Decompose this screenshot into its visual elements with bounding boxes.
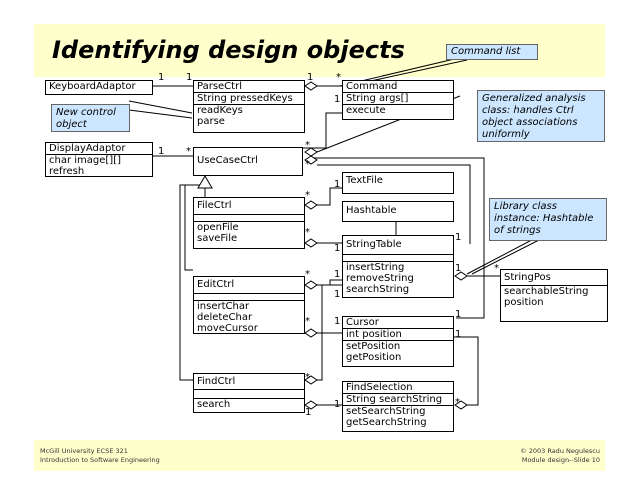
multiplicity: * [305, 269, 310, 280]
class-operation: getPosition [346, 352, 402, 363]
multiplicity: 1 [455, 263, 462, 274]
class-name: ParseCtrl [197, 81, 242, 92]
class-keyboard-adaptor: KeyboardAdaptor [45, 80, 153, 95]
class-operation: getSearchString [346, 417, 427, 428]
multiplicity: 1 [455, 232, 462, 243]
class-name: FindSelection [346, 382, 413, 393]
class-operation: readKeys [197, 105, 243, 116]
footer-right: © 2003 Radu Negulescu Module design--Sli… [500, 447, 600, 465]
multiplicity: 1 [455, 329, 462, 340]
class-operation: searchableString [504, 286, 589, 297]
class-operation: search [197, 399, 231, 410]
class-string-pos: StringPos searchableString position [500, 269, 608, 322]
class-attribute: int position [346, 329, 402, 340]
multiplicity: 1 [334, 179, 341, 190]
class-name: Hashtable [346, 205, 397, 216]
class-attribute: String args[] [346, 93, 409, 104]
class-name: EditCtrl [197, 279, 235, 290]
multiplicity: * [336, 72, 341, 83]
class-operation: removeString [346, 273, 414, 284]
multiplicity: 1 [455, 309, 462, 320]
footer-left: McGill University ECSE 321 Introduction … [40, 447, 160, 465]
note-command-list: Command list [446, 44, 538, 60]
class-operation: openFile [197, 222, 239, 233]
multiplicity: * [305, 372, 310, 383]
class-operation: deleteChar [197, 312, 253, 323]
multiplicity: * [494, 263, 499, 274]
class-name: UseCaseCtrl [197, 155, 258, 166]
class-operation: insertChar [197, 301, 250, 312]
class-name: FileCtrl [197, 200, 232, 211]
footer-course: McGill University ECSE 321 [40, 447, 128, 455]
class-use-case-ctrl: UseCaseCtrl [193, 147, 303, 176]
class-attribute: String pressedKeys [197, 93, 293, 104]
note-new-control: New control object [51, 104, 130, 132]
footer-slide-number: Module design--Slide 10 [521, 456, 600, 464]
class-text-file: TextFile [342, 172, 454, 194]
class-command: Command String args[] execute [342, 80, 454, 120]
class-operation: insertString [346, 262, 405, 273]
class-name: StringTable [346, 239, 402, 250]
class-name: TextFile [346, 175, 383, 186]
class-find-selection: FindSelection String searchString setSea… [342, 381, 454, 432]
class-cursor: Cursor int position setPosition getPosit… [342, 316, 454, 367]
multiplicity: * [305, 316, 310, 327]
class-hashtable: Hashtable [342, 201, 454, 222]
multiplicity: * [305, 227, 310, 238]
multiplicity: 1 [307, 72, 314, 83]
class-operation: searchString [346, 284, 410, 295]
note-generalized: Generalized analysis class: handles Ctrl… [477, 90, 605, 142]
class-display-adaptor: DisplayAdaptor char image[][] refresh [45, 142, 153, 177]
class-operation: saveFile [197, 233, 238, 244]
class-operation: parse [197, 116, 225, 127]
note-library: Library class instance: Hashtable of str… [489, 198, 607, 241]
multiplicity: 1 [334, 94, 341, 105]
class-name: KeyboardAdaptor [49, 81, 136, 92]
class-attribute: refresh [49, 166, 85, 177]
class-file-ctrl: FileCtrl openFile saveFile [193, 197, 305, 249]
class-operation: setSearchString [346, 406, 426, 417]
class-operation: execute [346, 105, 386, 116]
class-name: Command [346, 81, 398, 92]
footer-subtitle: Introduction to Software Engineering [40, 456, 160, 464]
multiplicity: 1 [158, 72, 165, 83]
footer-band [34, 440, 605, 471]
class-edit-ctrl: EditCtrl insertChar deleteChar moveCurso… [193, 276, 305, 334]
multiplicity: 1 [334, 316, 341, 327]
multiplicity: 1 [158, 146, 165, 157]
multiplicity: 1 [334, 289, 341, 300]
class-operation: setPosition [346, 341, 401, 352]
class-attribute: String searchString [346, 394, 443, 405]
multiplicity: 1 [305, 407, 312, 418]
class-name: Cursor [346, 317, 379, 328]
class-attribute: char image[][] [49, 155, 122, 166]
class-name: StringPos [504, 272, 551, 283]
multiplicity: * [305, 159, 310, 170]
multiplicity: 1 [334, 243, 341, 254]
multiplicity: 1 [186, 72, 193, 83]
multiplicity: * [305, 140, 310, 151]
multiplicity: * [186, 146, 191, 157]
multiplicity: * [305, 190, 310, 201]
multiplicity: * [455, 397, 460, 408]
class-parse-ctrl: ParseCtrl String pressedKeys readKeys pa… [193, 80, 305, 133]
class-name: FindCtrl [197, 376, 236, 387]
class-find-ctrl: FindCtrl search [193, 373, 305, 413]
footer-copyright: © 2003 Radu Negulescu [520, 447, 600, 455]
class-operation: position [504, 297, 544, 308]
class-operation: moveCursor [197, 323, 258, 334]
multiplicity: 1 [334, 399, 341, 410]
slide-title: Identifying design objects [52, 36, 405, 64]
class-string-table: StringTable insertString removeString se… [342, 235, 454, 298]
multiplicity: 1 [334, 269, 341, 280]
class-name: DisplayAdaptor [49, 143, 126, 154]
